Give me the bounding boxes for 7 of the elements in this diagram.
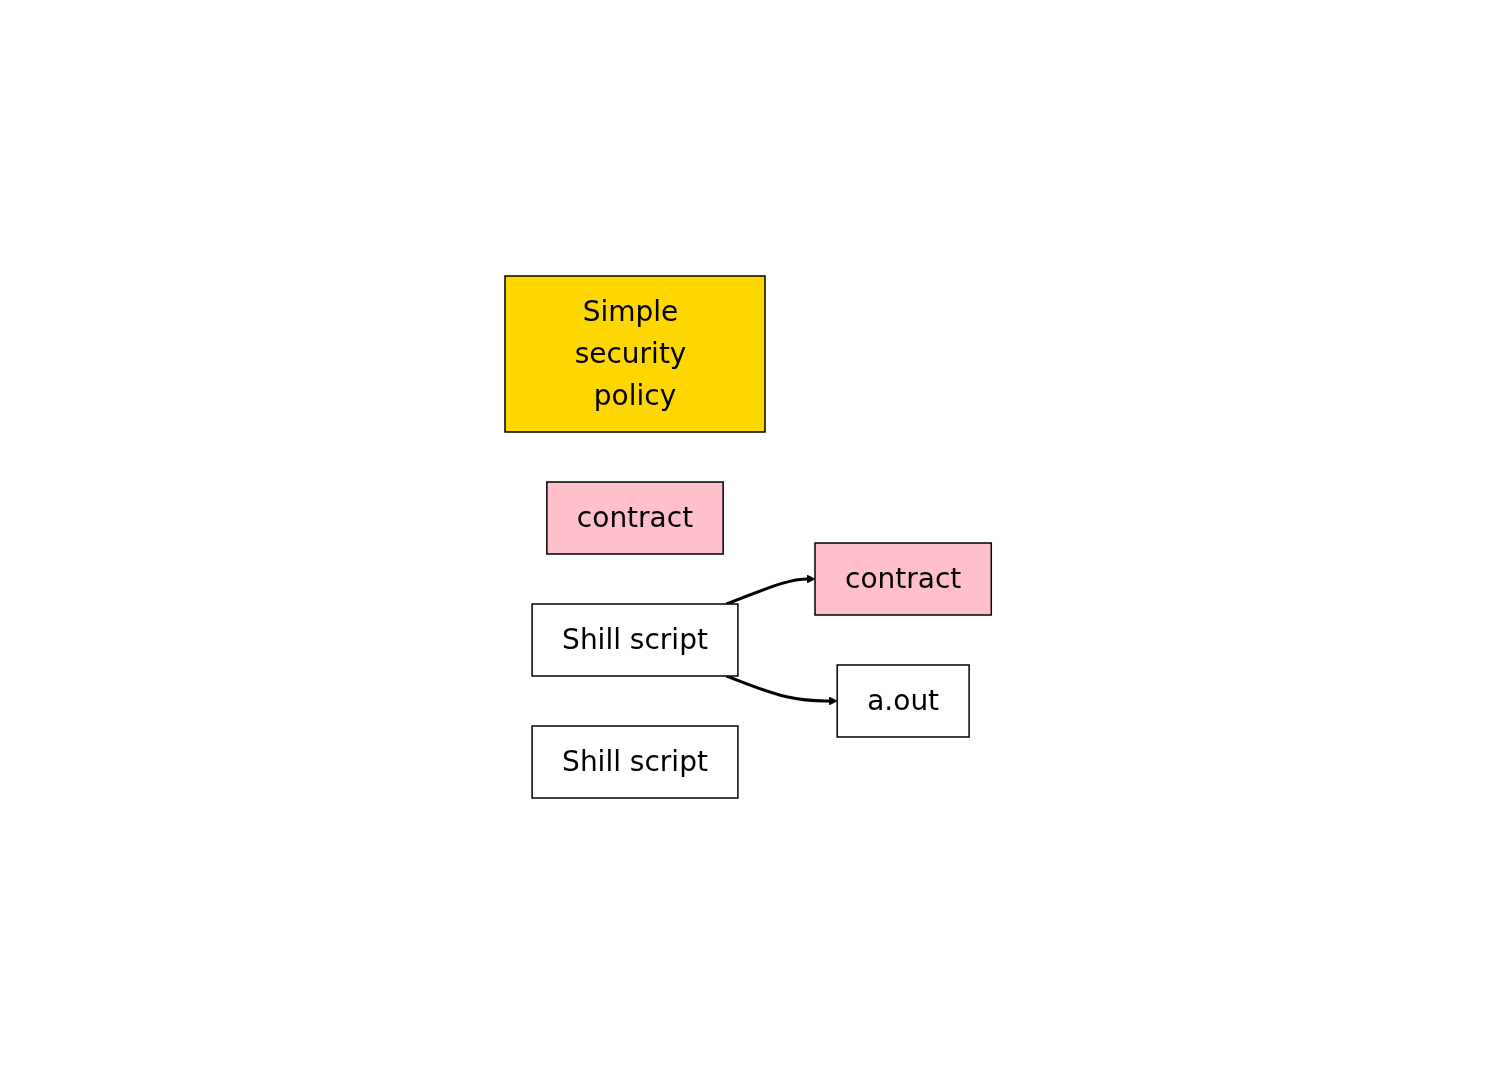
node-box: contract <box>814 541 992 616</box>
node-box: Shill script <box>531 602 739 677</box>
node-box: Shill script <box>531 724 739 799</box>
arrow <box>725 674 838 705</box>
node-box: contract <box>545 480 724 555</box>
node-box: a.out <box>836 663 970 738</box>
node-box: Simple security policy <box>504 274 766 433</box>
